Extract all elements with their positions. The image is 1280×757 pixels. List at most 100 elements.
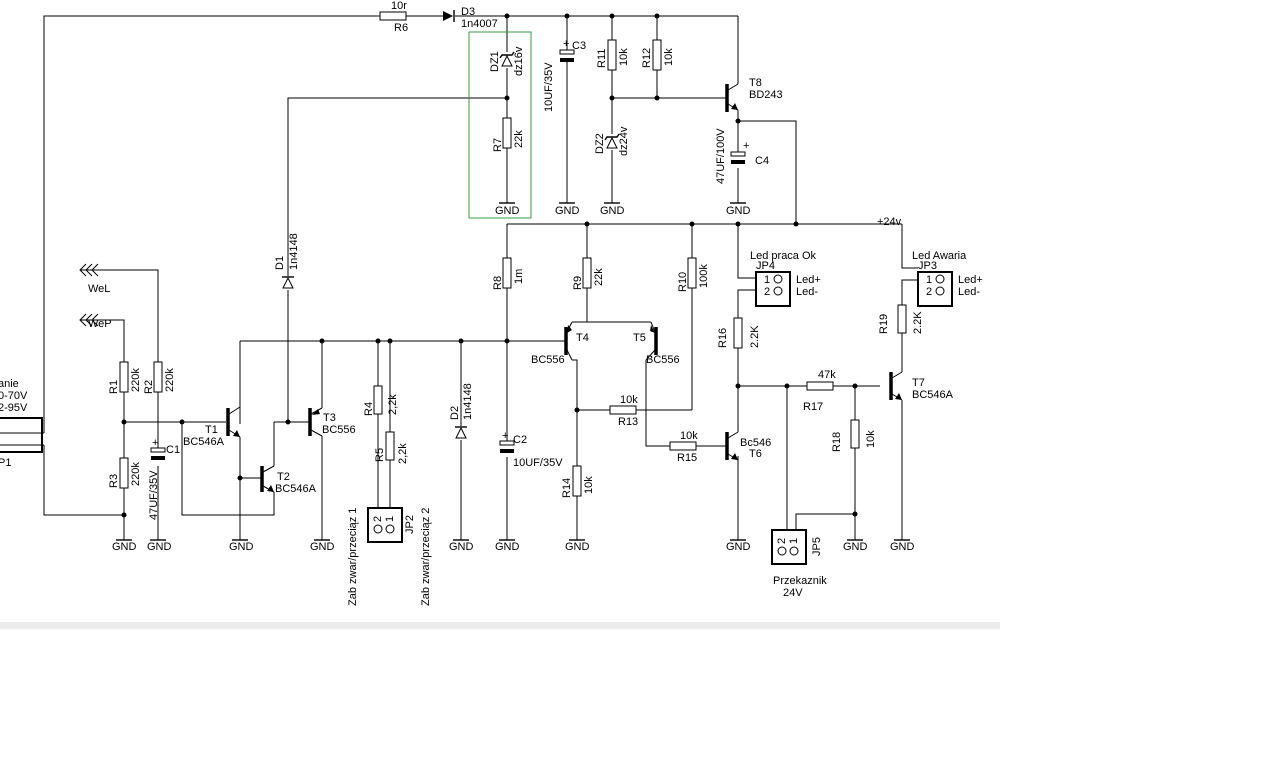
r10-value: 100k	[698, 264, 710, 288]
r19-value: 2.2K	[912, 311, 924, 334]
t8-value: BD243	[749, 89, 783, 101]
r17-ref: R17	[803, 401, 823, 413]
jp3-ref: JP3	[918, 260, 937, 272]
jp2-label2: Zab zwar/przeciąz 2	[420, 508, 432, 606]
r10-ref: R10	[677, 272, 689, 292]
r8-ref: R8	[492, 276, 504, 290]
r15-value: 10k	[680, 430, 698, 442]
t8-ref: T8	[749, 77, 762, 89]
diode-d1: D1 1n4148	[274, 233, 300, 289]
resistor-r4: R4 2,2k	[363, 385, 399, 416]
input-wep: WeP	[79, 313, 112, 330]
zener-dz1: DZ1 dz16v	[489, 46, 525, 76]
gnd-1: GND	[495, 202, 520, 217]
resistor-r1: R1 220k	[108, 361, 142, 394]
resistor-r2: R2 220k	[143, 361, 176, 394]
transistor-t3: T3 BC556	[308, 407, 356, 437]
jp3-pin1: 1	[926, 274, 932, 286]
resistor-r8: R8 1m	[492, 257, 525, 290]
t4-value: BC556	[531, 354, 565, 366]
jp3-title: Led Awaria	[912, 250, 967, 262]
gnd-9: GND	[449, 539, 474, 553]
dz1-value: dz16v	[513, 46, 525, 76]
t6-ref: T6	[749, 448, 762, 460]
gnd-12: GND	[726, 539, 751, 553]
resistor-r14: R14 10k	[561, 465, 595, 498]
svg-text:GND: GND	[495, 541, 520, 553]
r15-ref: R15	[677, 452, 697, 464]
svg-text:GND: GND	[495, 205, 520, 217]
jp4-led-minus: Led-	[796, 286, 818, 298]
r8-value: 1m	[513, 269, 525, 284]
gnd-14: GND	[890, 539, 915, 553]
svg-text:GND: GND	[726, 541, 751, 553]
resistor-r19: R19 2.2K	[878, 304, 924, 334]
c2-ref: C2	[513, 434, 527, 446]
jp3-led-minus: Led-	[958, 286, 980, 298]
gnd-5: GND	[112, 539, 137, 553]
svg-text:GND: GND	[449, 541, 474, 553]
resistor-r18: R18 10k	[831, 419, 877, 452]
r19-ref: R19	[878, 314, 890, 334]
resistor-r9: R9 22k	[572, 257, 605, 290]
t3-value: BC556	[322, 424, 356, 436]
t2-value: BC546A	[275, 483, 317, 495]
d3-ref: D3	[461, 6, 475, 18]
connector-jp4: Led praca Ok JP4 1 2 Led+ Led-	[750, 250, 821, 307]
d1-ref: D1	[274, 256, 286, 270]
svg-text:GND: GND	[310, 541, 335, 553]
resistor-r7: R7 22k	[492, 117, 525, 152]
jp5-pin1: 1	[788, 538, 800, 544]
jp4-title: Led praca Ok	[750, 250, 817, 262]
r1-value: 220k	[130, 368, 142, 392]
wep-label: WeP	[88, 318, 112, 330]
capacitor-c4: + C4 47UF/100V	[715, 128, 769, 184]
r7-ref: R7	[492, 138, 504, 152]
capacitor-c1: + C1 47UF/35V	[148, 437, 180, 520]
r6-ref: R6	[394, 22, 408, 34]
r14-value: 10k	[583, 476, 595, 494]
transistor-t5: T5 BC556	[633, 321, 680, 366]
transistor-t6: Bc546 T6	[725, 424, 771, 461]
gnd-7: GND	[229, 539, 254, 553]
connector-jp2: 2 1 JP2 Zab zwar/przeciąz 1 Zab zwar/prz…	[347, 507, 432, 606]
capacitor-c3: + C3 10UF/35V	[543, 38, 586, 112]
c3-value: 10UF/35V	[543, 62, 555, 112]
r1-ref: R1	[108, 380, 120, 394]
r5-ref: R5	[374, 448, 386, 462]
jp1-text1: anie	[0, 378, 19, 390]
t6-value: Bc546	[740, 437, 771, 449]
c2-value: 10UF/35V	[513, 457, 563, 469]
svg-text:GND: GND	[555, 205, 580, 217]
gnd-11: GND	[565, 539, 590, 553]
gnd-10: GND	[495, 539, 520, 553]
jp5-label2: 24V	[783, 587, 803, 599]
t7-value: BC546A	[912, 389, 954, 401]
r3-ref: R3	[108, 474, 120, 488]
highlight-frame	[468, 31, 532, 219]
input-wel: WeL	[79, 263, 110, 295]
zener-dz2: DZ2 dz24v	[594, 126, 630, 156]
jp4-pin2: 2	[764, 286, 770, 298]
connector-jp1: anie 0-70V 2-95V P1	[0, 378, 44, 469]
svg-text:GND: GND	[726, 205, 751, 217]
d2-ref: D2	[449, 406, 461, 420]
c1-polarity: +	[152, 437, 158, 449]
c4-value: 47UF/100V	[715, 128, 727, 184]
c4-ref: C4	[755, 155, 769, 167]
t3-ref: T3	[323, 412, 336, 424]
resistor-r6: 10r R6	[379, 0, 408, 34]
c3-ref: C3	[572, 40, 586, 52]
jp4-pin1: 1	[764, 274, 770, 286]
svg-text:GND: GND	[147, 541, 172, 553]
jp5-ref: JP5	[811, 537, 823, 556]
d3-value: 1n4007	[461, 18, 498, 30]
c1-value: 47UF/35V	[148, 470, 160, 520]
diode-d3: D3 1n4007	[443, 6, 498, 30]
jp1-ref: P1	[0, 457, 11, 469]
gnd-2: GND	[555, 202, 580, 217]
gnd-6: GND	[147, 539, 172, 553]
jp3-led-plus: Led+	[958, 274, 983, 286]
resistor-r12: R12 10k	[641, 39, 675, 71]
